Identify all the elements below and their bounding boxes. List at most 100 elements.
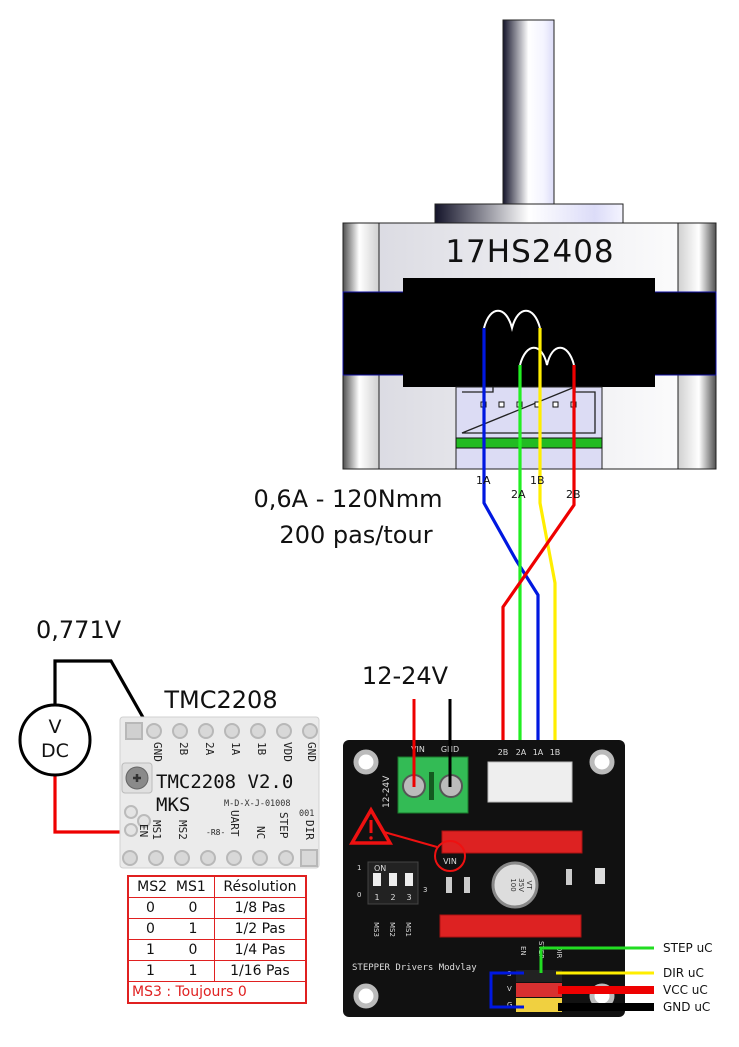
table-footer-row: MS3 : Toujours 0 xyxy=(127,981,307,1004)
driver-pin-nc: NC xyxy=(254,826,267,839)
driver-brand: MKS xyxy=(156,794,190,816)
motor-connector-socket[interactable] xyxy=(487,761,573,803)
capacitor-text-voltage: 35V xyxy=(517,878,525,892)
driver-pin-1b: 1B xyxy=(255,742,268,756)
status-led xyxy=(595,868,605,884)
shield-conn-label-2a: 2A xyxy=(516,748,527,757)
cell-resolution: 1/4 Pas xyxy=(213,939,307,961)
stepper-shield-board: VIN GND 12-24V 2B 2A 1A 1B ON 1 0 3 1 2 xyxy=(343,740,625,1017)
cell-ms2: 1 xyxy=(127,960,172,982)
shield-conn-label-1b: 1B xyxy=(550,748,561,757)
cell-resolution: 1/16 Pas xyxy=(213,960,307,982)
voltmeter-reading: 0,771V xyxy=(36,616,122,644)
motor-wires xyxy=(482,328,576,757)
header-ms1: MS1 xyxy=(175,879,206,895)
table-row: 0 1 1/2 Pas xyxy=(127,918,307,940)
table-header-row: MS2 MS1 Résolution xyxy=(127,875,307,898)
coil-a-icon xyxy=(483,309,541,332)
coil-label-1b: 1B xyxy=(530,474,545,487)
wire-1b-yellow xyxy=(538,328,557,757)
driver-pin-2a: 2A xyxy=(203,742,216,756)
header-row-v: V xyxy=(507,985,512,993)
shield-board-name: STEPPER Drivers Modvlay xyxy=(352,963,477,973)
power-supply-label: 12-24V xyxy=(362,662,449,690)
driver-top-pins xyxy=(125,722,318,740)
uc-wire-step xyxy=(539,946,654,973)
voltmeter-probe-red xyxy=(53,776,130,834)
driver-pin-ms2: MS2 xyxy=(176,820,189,840)
motor-connector-housing xyxy=(455,386,603,470)
table-row: 1 1 1/16 Pas xyxy=(127,960,307,982)
driver-board-text: TMC2208 V2.0 xyxy=(156,771,293,793)
motor-connector-strip xyxy=(455,437,603,449)
table-row: 0 0 1/8 Pas xyxy=(127,897,307,919)
driver-pin-1a: 1A xyxy=(229,742,242,756)
cell-resolution: 1/8 Pas xyxy=(213,897,307,919)
cell-ms1: 0 xyxy=(171,939,215,961)
voltmeter-symbol-v: V xyxy=(49,716,62,738)
dip-on-label: ON xyxy=(374,864,386,873)
coil-b-icon xyxy=(519,346,575,366)
uc-label-dir: DIR uC xyxy=(663,966,704,980)
dip-side-0: 0 xyxy=(357,891,361,899)
driver-pin-2b: 2B xyxy=(177,742,190,756)
motor-specs-current-torque: 0,6A - 120Nmm xyxy=(253,485,442,513)
dip-pin-ms2: MS2 xyxy=(388,922,396,937)
driver-serial: M-D-X-J-01008 xyxy=(224,799,291,809)
table-footer: MS3 : Toujours 0 xyxy=(127,981,307,1004)
cell-ms2: 0 xyxy=(127,918,172,940)
cell-ms2: 0 xyxy=(127,897,172,919)
driver-socket-bottom[interactable] xyxy=(439,914,582,938)
driver-title: TMC2208 xyxy=(163,686,277,714)
motor-model-label: 17HS2408 xyxy=(445,234,614,270)
header-resolution: Résolution xyxy=(213,875,307,898)
coil-label-2b: 2B xyxy=(566,488,581,501)
cell-ms1: 1 xyxy=(171,918,215,940)
driver-pin-uart: UART xyxy=(228,810,241,837)
capacitor-text-value: 100 xyxy=(509,878,517,891)
driver-r8: -R8- xyxy=(206,828,225,837)
shield-conn-label-2b: 2B xyxy=(498,748,509,757)
wire-1a-blue xyxy=(482,328,540,757)
control-header-vcc[interactable] xyxy=(516,983,562,997)
control-header-signal[interactable] xyxy=(516,970,562,982)
motor-label-plate xyxy=(403,278,655,387)
header-row-g: G xyxy=(507,1001,512,1009)
coil-label-1a: 1A xyxy=(476,474,491,487)
dip-side-1: 1 xyxy=(357,864,361,872)
voltmeter-icon: V DC xyxy=(18,703,92,777)
cell-resolution: 1/2 Pas xyxy=(213,918,307,940)
enable-jumper-wire xyxy=(489,971,524,1009)
driver-pin-gnd-right: GND xyxy=(305,742,318,762)
driver-bottom-pins xyxy=(122,849,318,867)
dip-number-2: 2 xyxy=(390,893,395,902)
dip-pin-ms1: MS1 xyxy=(404,922,412,937)
driver-module: GND 2B 2A 1A 1B VDD GND TMC2208 V2.0 MKS… xyxy=(119,716,320,869)
warning-icon xyxy=(348,806,394,845)
driver-socket-top[interactable] xyxy=(441,830,583,854)
driver-pin-en: EN xyxy=(137,824,150,837)
motor-collar xyxy=(434,203,624,224)
header-col-en: EN xyxy=(519,946,527,956)
side-voltage-label: 12-24V xyxy=(382,775,392,808)
table-row: 1 0 1/4 Pas xyxy=(127,939,307,961)
cell-ms1: 1 xyxy=(171,960,215,982)
shield-conn-label-1a: 1A xyxy=(533,748,544,757)
dip-number-1: 1 xyxy=(374,893,379,902)
uc-label-gnd: GND uC xyxy=(663,1000,710,1014)
motor-shaft xyxy=(502,19,555,205)
driver-pin-dir: DIR xyxy=(303,820,316,840)
driver-serial-2: 001 xyxy=(299,809,314,819)
dip-pin-ms3: MS3 xyxy=(372,922,380,937)
header-ms2: MS2 xyxy=(137,879,167,895)
uc-label-step: STEP uC xyxy=(663,941,713,955)
control-header-gnd[interactable] xyxy=(516,998,562,1012)
header-col-dir: DIR xyxy=(555,946,563,958)
motor-specs-steps: 200 pas/tour xyxy=(279,521,432,549)
wire-2b-red xyxy=(501,365,576,757)
cell-ms1: 0 xyxy=(171,897,215,919)
vin-highlight-circle xyxy=(434,840,466,872)
driver-pin-vdd: VDD xyxy=(281,742,294,762)
coil-labels: 1A 2A 1B 2B xyxy=(476,474,581,501)
